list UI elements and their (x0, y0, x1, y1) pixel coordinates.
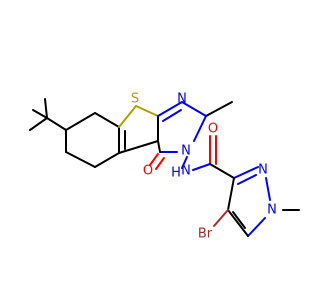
atom-label-layer: S N N O N H O N N Br (131, 92, 277, 242)
bond-n3-nh (181, 156, 188, 169)
bond-c8-c8a (94, 112, 120, 128)
bond-tbu-methyl-3 (29, 117, 48, 131)
bond-tbu-methyl-2 (44, 98, 48, 119)
bond-pz-c4-c3 (227, 177, 235, 211)
bond-nh-carbonyl (192, 163, 211, 171)
atom-pyrazole-n2: N (258, 163, 268, 178)
bond-c8a-s (118, 105, 137, 128)
molecule-diagram: S N N O N H O N N Br (29, 92, 300, 242)
bond-s-c9a (135, 105, 159, 117)
atom-bromine: Br (198, 227, 213, 242)
bond-pz-c3-n2-double (237, 174, 257, 185)
bond-c4-o (149, 153, 159, 166)
bond-pz-c3-n2 (233, 166, 259, 179)
atom-pyrimidine-n1: N (177, 92, 187, 107)
bond-tbu-methyl-1 (32, 109, 48, 119)
atom-amide-h: H (171, 166, 181, 181)
bond-c9a-n1-double (162, 109, 182, 122)
bond-tbu-to-ring (46, 117, 67, 131)
atom-amide-n: N (181, 164, 191, 179)
bond-c2-methyl (205, 101, 233, 117)
bond-c4-o-double (155, 157, 165, 170)
atom-sulfur: S (131, 92, 139, 107)
atom-ring-oxygen: O (143, 164, 153, 179)
atom-pyrazole-n1: N (267, 203, 277, 218)
bond-c7-c8 (65, 112, 96, 131)
bond-c4a-c4b (118, 140, 159, 154)
bond-c9a-n1 (157, 101, 183, 117)
bond-c5-c6 (65, 151, 96, 168)
atom-pyrimidine-n3: N (181, 144, 191, 159)
bond-c4-c4a (157, 140, 161, 153)
bond-pz-c4-br (213, 209, 229, 227)
bond-pz-n2-n1 (265, 177, 271, 201)
atom-amide-oxygen: O (208, 122, 218, 137)
bond-c4b-c5 (94, 152, 120, 168)
bond-n1-c2 (181, 101, 207, 117)
bond-carbonyl-pz-c3 (209, 163, 235, 179)
bond-pz-n1-c5 (247, 217, 266, 237)
bond-layer (29, 98, 300, 237)
bond-pz-c5-c4 (227, 209, 249, 237)
bond-pz-c5-c4-double (232, 211, 246, 229)
bond-c2-n3 (193, 115, 207, 142)
